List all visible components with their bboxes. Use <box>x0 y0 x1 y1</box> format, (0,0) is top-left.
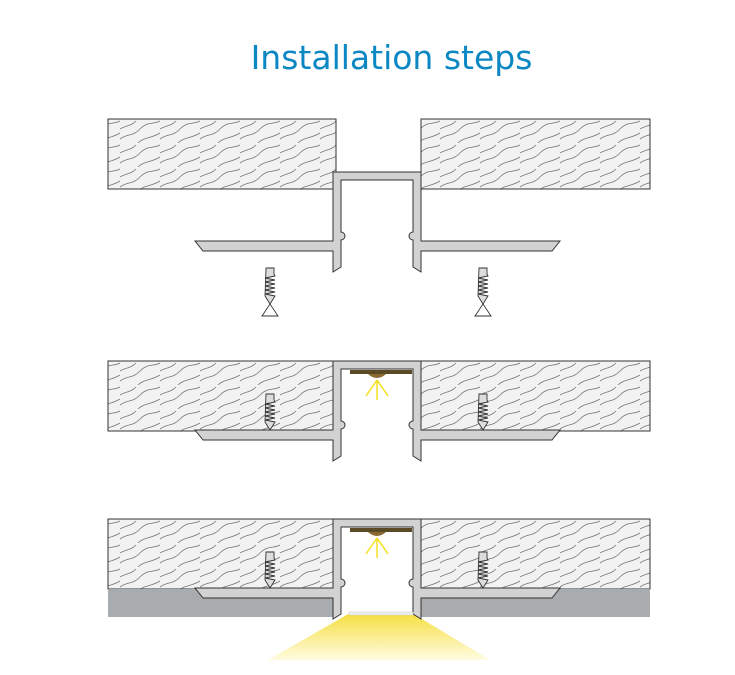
step-3 <box>107 518 651 660</box>
page-title: Installation steps <box>250 38 533 77</box>
screw-icon <box>477 267 489 305</box>
screw-icon <box>264 267 276 305</box>
diffuser <box>348 611 414 616</box>
step-1 <box>107 118 651 317</box>
light-beam <box>268 613 490 660</box>
step-2 <box>107 360 651 462</box>
